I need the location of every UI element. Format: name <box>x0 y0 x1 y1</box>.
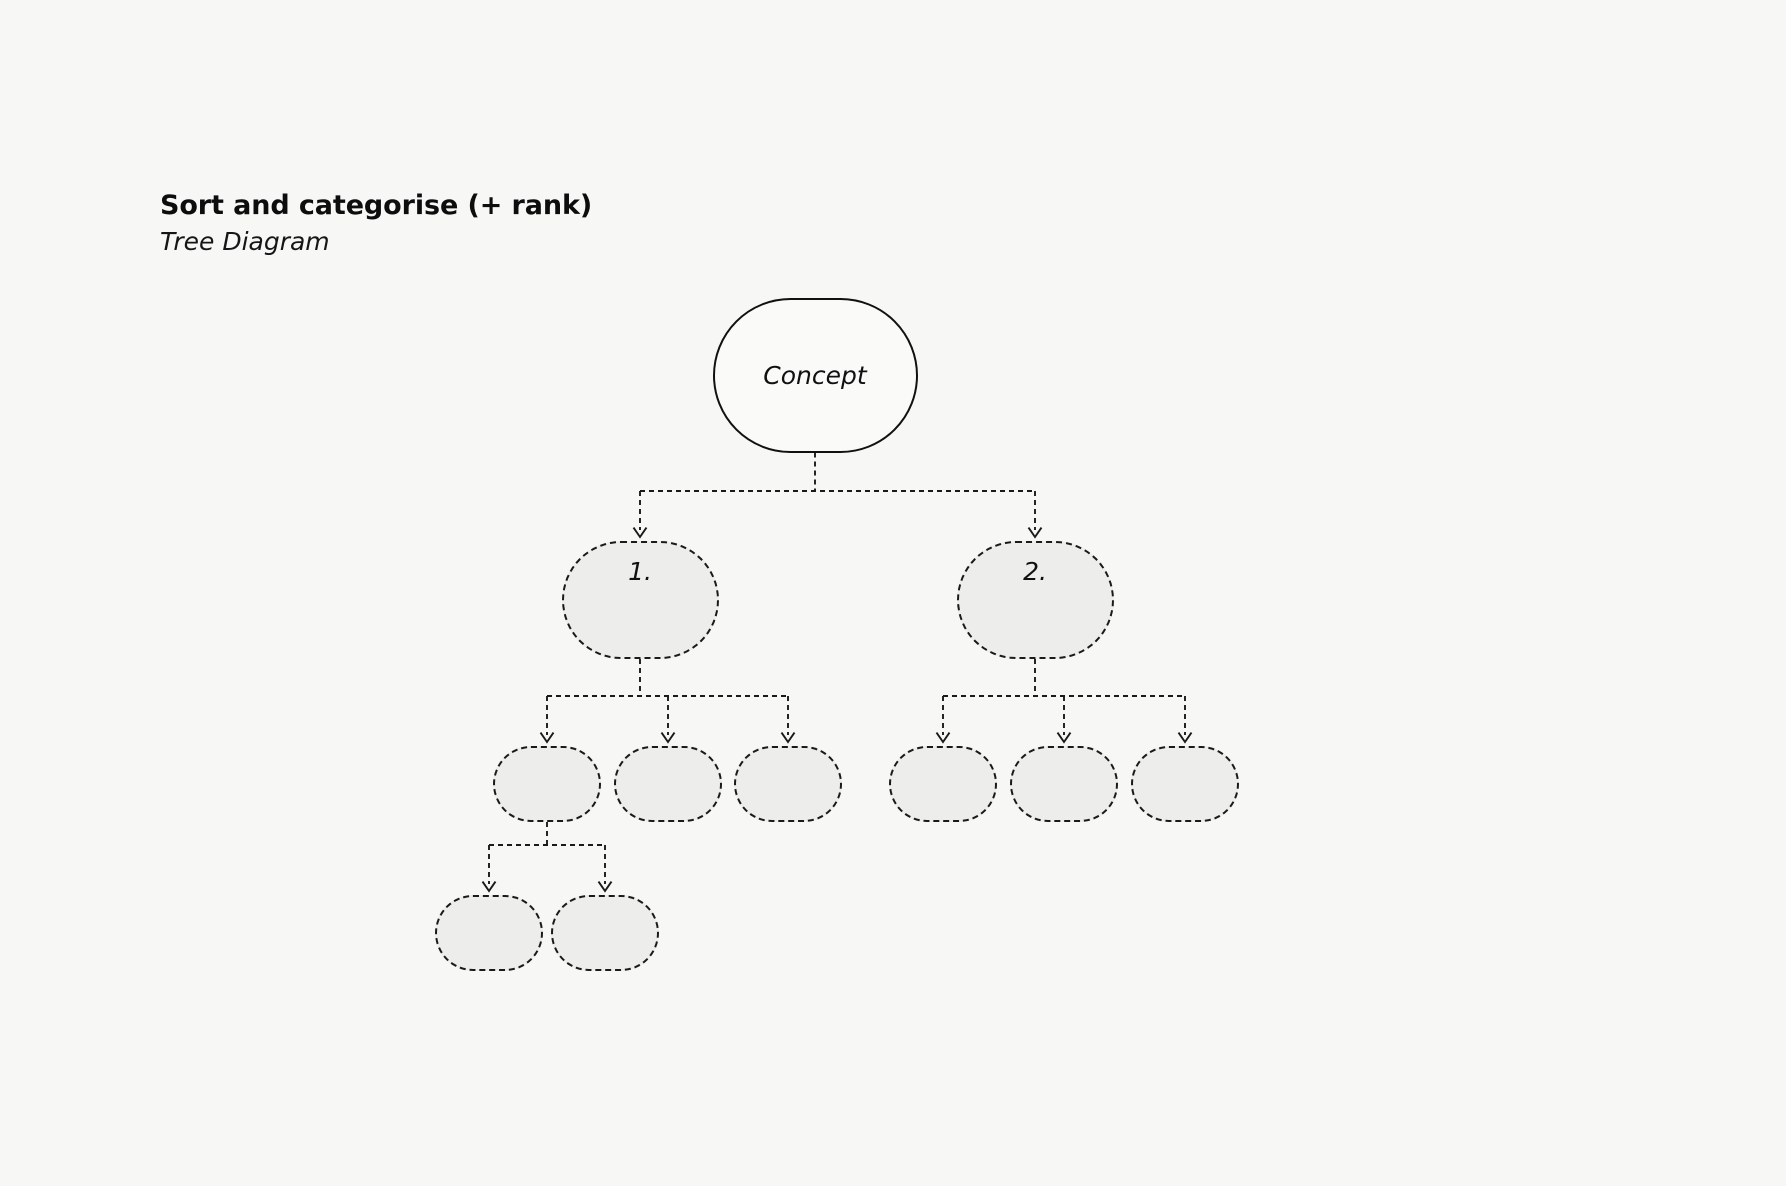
tree-node-empty-n2a[interactable] <box>889 746 997 822</box>
edge-arrowhead <box>780 732 796 744</box>
tree-node-empty-n2c[interactable] <box>1131 746 1239 822</box>
tree-node-label: 2. <box>1023 557 1047 586</box>
tree-node-root[interactable]: Concept <box>712 297 918 453</box>
edge-arrowhead <box>935 732 951 744</box>
tree-node-empty-n1a2[interactable] <box>551 895 659 971</box>
page-title: Sort and categorise (+ rank) <box>160 190 593 221</box>
edge-arrowhead <box>1177 732 1193 744</box>
edge-arrowhead <box>632 527 648 539</box>
tree-node-empty-n1b[interactable] <box>614 746 722 822</box>
tree-node-label: Concept <box>763 360 867 390</box>
edge-arrowhead <box>1056 732 1072 744</box>
edge-arrowhead <box>481 881 497 893</box>
tree-node-n2[interactable]: 2. <box>956 541 1114 659</box>
edge-arrowhead <box>539 732 555 744</box>
edge-arrowhead <box>597 881 613 893</box>
edge-arrowhead <box>660 732 676 744</box>
tree-node-empty-n1a[interactable] <box>493 746 601 822</box>
tree-node-n1[interactable]: 1. <box>561 541 719 659</box>
page-subtitle: Tree Diagram <box>160 227 330 257</box>
edge-arrowhead <box>1027 527 1043 539</box>
tree-node-empty-n1a1[interactable] <box>435 895 543 971</box>
tree-node-empty-n1c[interactable] <box>734 746 842 822</box>
tree-node-label: 1. <box>628 557 652 586</box>
tree-node-empty-n2b[interactable] <box>1010 746 1118 822</box>
header-block: Sort and categorise (+ rank) Tree Diagra… <box>160 190 860 257</box>
